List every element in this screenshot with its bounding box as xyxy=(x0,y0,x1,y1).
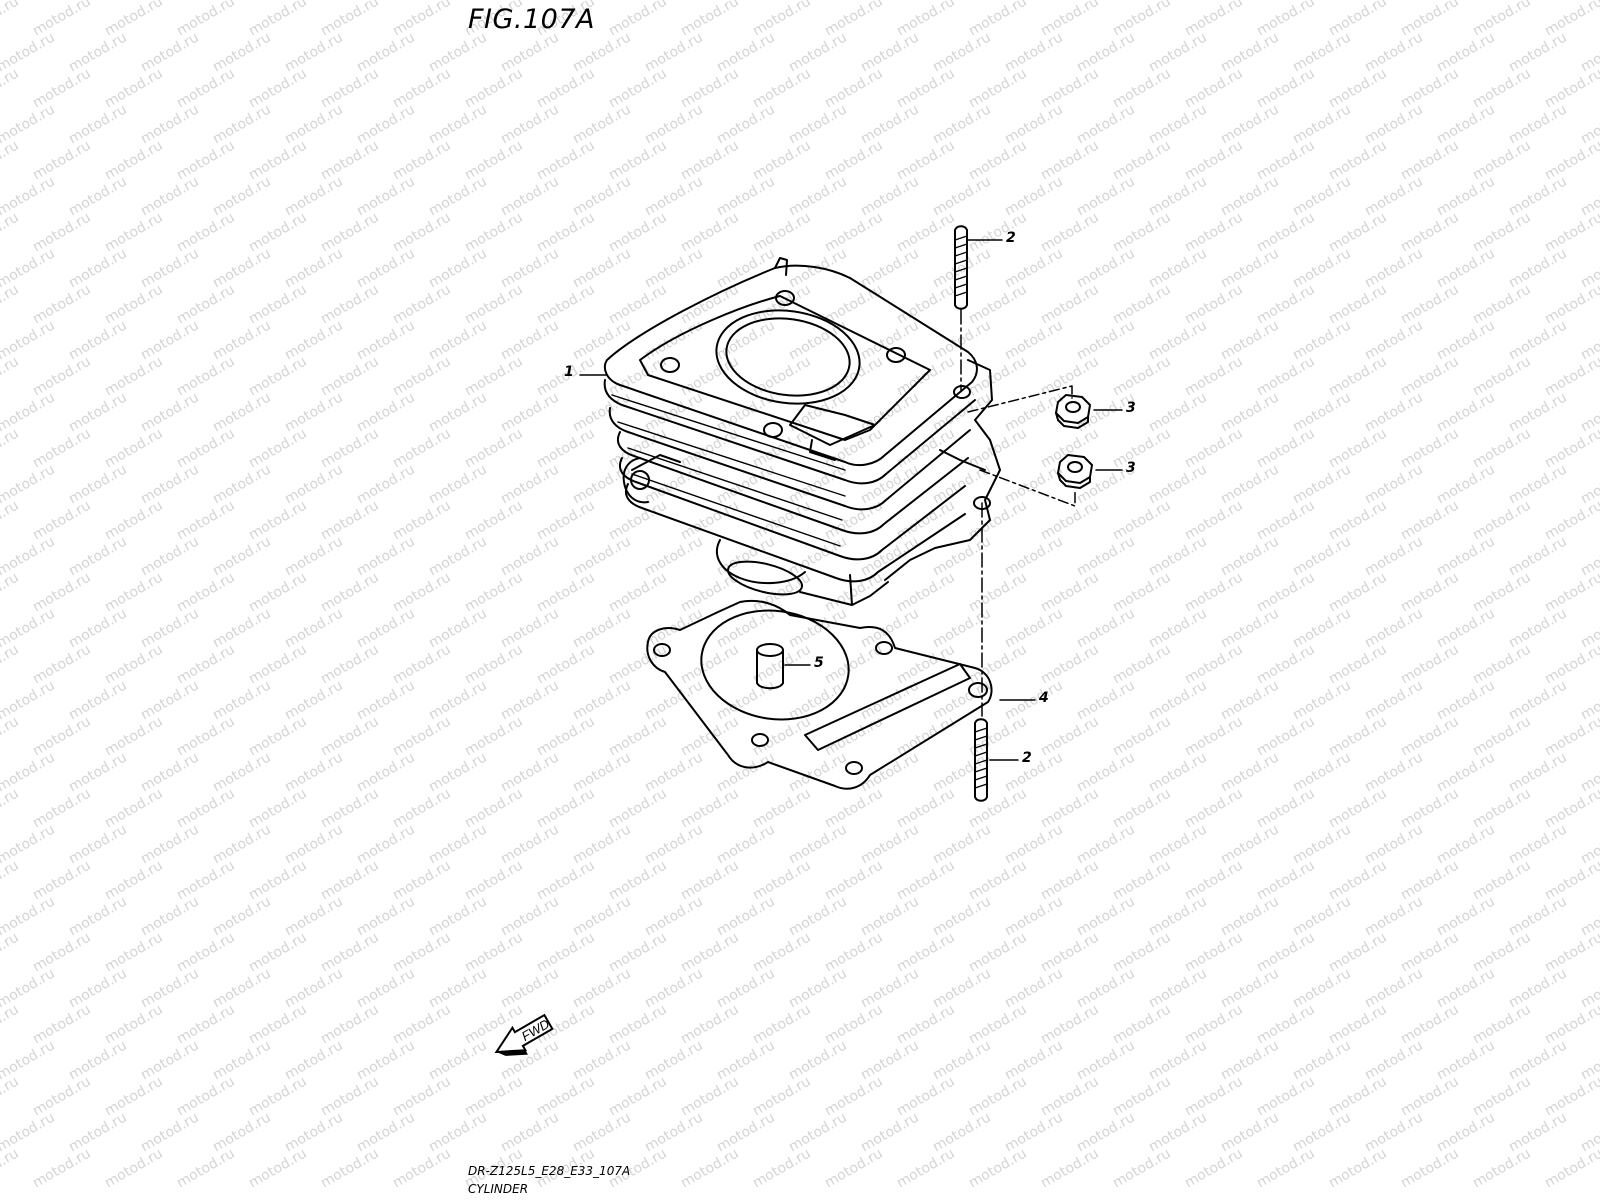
figure-name: CYLINDER xyxy=(468,1182,529,1196)
callout-2-lower: 2 xyxy=(1022,750,1032,766)
stud-upper-part xyxy=(953,225,971,399)
fwd-arrow: FWD xyxy=(494,1013,554,1056)
callout-5: 5 xyxy=(814,655,824,671)
callout-2-upper: 2 xyxy=(1006,230,1016,246)
callout-3-upper: 3 xyxy=(1126,400,1136,416)
dowel-pin-part xyxy=(756,643,784,690)
stud-lower-part xyxy=(973,496,991,802)
cylinder-part xyxy=(603,257,1001,606)
callout-3-lower: 3 xyxy=(1126,460,1136,476)
nut-upper-part xyxy=(1055,394,1091,429)
callout-1: 1 xyxy=(564,364,574,380)
gasket-part xyxy=(646,599,993,790)
figure-title: FIG.107A xyxy=(468,4,596,35)
watermark-text: motod.ru xyxy=(1578,0,1600,3)
callout-4: 4 xyxy=(1039,690,1049,706)
figure-code: DR-Z125L5_E28_E33_107A xyxy=(468,1164,631,1178)
nut-lower-part xyxy=(1057,454,1093,489)
